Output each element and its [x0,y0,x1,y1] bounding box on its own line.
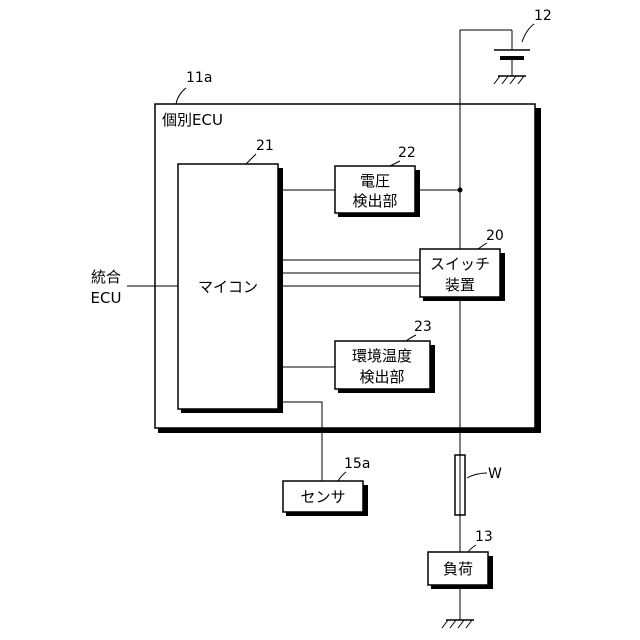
battery-symbol [460,30,530,84]
ecu-label: 個別ECU [162,111,223,129]
load-ground-symbol [442,585,474,628]
integrated-ecu-line1: 統合 [91,268,121,286]
voltage-detector-line1: 電圧 [360,172,390,190]
battery-ref-leader [522,24,534,42]
microcomputer-label: マイコン [198,278,258,296]
temp-detector-line2: 検出部 [359,368,404,386]
sensor-label: センサ [300,488,345,506]
load-ref: 13 [475,529,493,545]
wire-w-ref-leader [467,473,487,478]
switch-device-line2: 装置 [445,276,475,294]
ecu-ref-leader [176,88,186,104]
voltage-detector-ref: 22 [398,145,416,161]
sensor-ref: 15a [344,456,370,472]
load-ref-leader [468,545,476,552]
integrated-ecu-line2: ECU [91,289,122,307]
switch-device-ref: 20 [486,228,504,244]
load-label: 負荷 [443,560,473,578]
microcomputer-ref: 21 [256,138,274,154]
temp-detector-line1: 環境温度 [352,347,412,365]
battery-ref: 12 [534,8,552,24]
ecu-ref: 11a [186,70,212,86]
voltage-detector-line2: 検出部 [352,192,397,210]
sensor-ref-leader [338,472,346,481]
switch-device-line1: スイッチ [430,255,490,273]
wire-w-ref: W [488,466,502,482]
temp-detector-ref: 23 [414,319,432,335]
